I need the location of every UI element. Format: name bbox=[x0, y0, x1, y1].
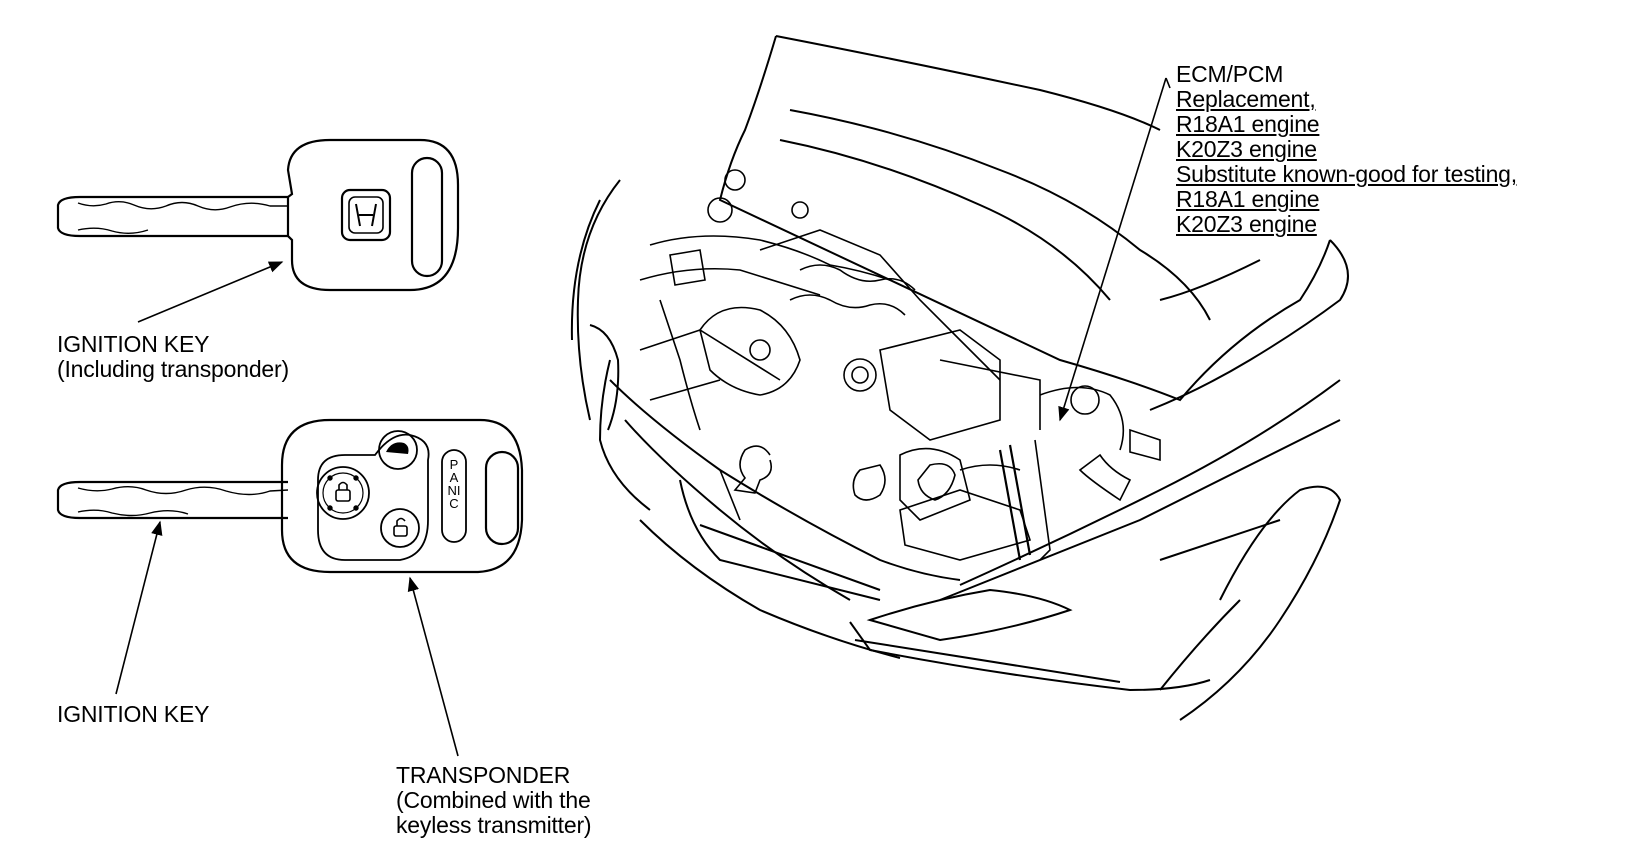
vehicle-engine-bay bbox=[570, 35, 1349, 721]
ecm-pcm-link-substitute-k20z3[interactable]: K20Z3 engine bbox=[1176, 211, 1317, 237]
leader-ignition-key-top bbox=[137, 261, 284, 323]
unlock-button bbox=[380, 508, 420, 548]
key-blade-bottom bbox=[56, 480, 288, 520]
ecm-pcm-link-substitute[interactable]: Substitute known-good for testing, bbox=[1176, 161, 1517, 187]
label-ignition-key-including-transponder: IGNITION KEY (Including transponder) bbox=[57, 332, 289, 382]
key-leader-lines bbox=[115, 261, 459, 757]
ecm-pcm-link-replacement[interactable]: Replacement, bbox=[1176, 86, 1316, 112]
ignition-key-top-line2: (Including transponder) bbox=[57, 356, 289, 382]
key-head-bottom bbox=[280, 418, 524, 574]
key-blade-top bbox=[56, 195, 288, 238]
label-transponder: TRANSPONDER (Combined with the keyless t… bbox=[396, 762, 592, 838]
ecm-pcm-link-substitute-r18a1[interactable]: R18A1 engine bbox=[1176, 186, 1320, 212]
trunk-button bbox=[378, 430, 418, 470]
transponder-line2: (Combined with the bbox=[396, 787, 591, 813]
ignition-key-remote bbox=[56, 418, 524, 574]
lock-button bbox=[316, 466, 370, 520]
ignition-key-bottom-line1: IGNITION KEY bbox=[57, 701, 210, 727]
ignition-key-plain bbox=[56, 138, 460, 292]
ecm-pcm-link-replacement-r18a1[interactable]: R18A1 engine bbox=[1176, 111, 1320, 137]
panic-button-label: PANIC bbox=[447, 457, 461, 511]
label-ignition-key: IGNITION KEY bbox=[57, 702, 209, 727]
engine-details bbox=[639, 169, 1161, 561]
ecm-pcm-link-replacement-k20z3[interactable]: K20Z3 engine bbox=[1176, 136, 1317, 162]
panic-button bbox=[441, 449, 467, 543]
ecm-pcm-title: ECM/PCM bbox=[1176, 61, 1284, 87]
leader-ignition-key-bottom bbox=[115, 520, 163, 695]
leader-transponder bbox=[407, 576, 459, 757]
transponder-line1: TRANSPONDER bbox=[396, 762, 571, 788]
label-ecm-pcm: ECM/PCM Replacement, R18A1 engine K20Z3 … bbox=[1176, 62, 1517, 237]
key-head-top bbox=[286, 138, 460, 292]
transponder-line3: keyless transmitter) bbox=[396, 812, 592, 838]
ecm-leader-line bbox=[1058, 77, 1171, 422]
ignition-key-top-line1: IGNITION KEY bbox=[57, 331, 210, 357]
